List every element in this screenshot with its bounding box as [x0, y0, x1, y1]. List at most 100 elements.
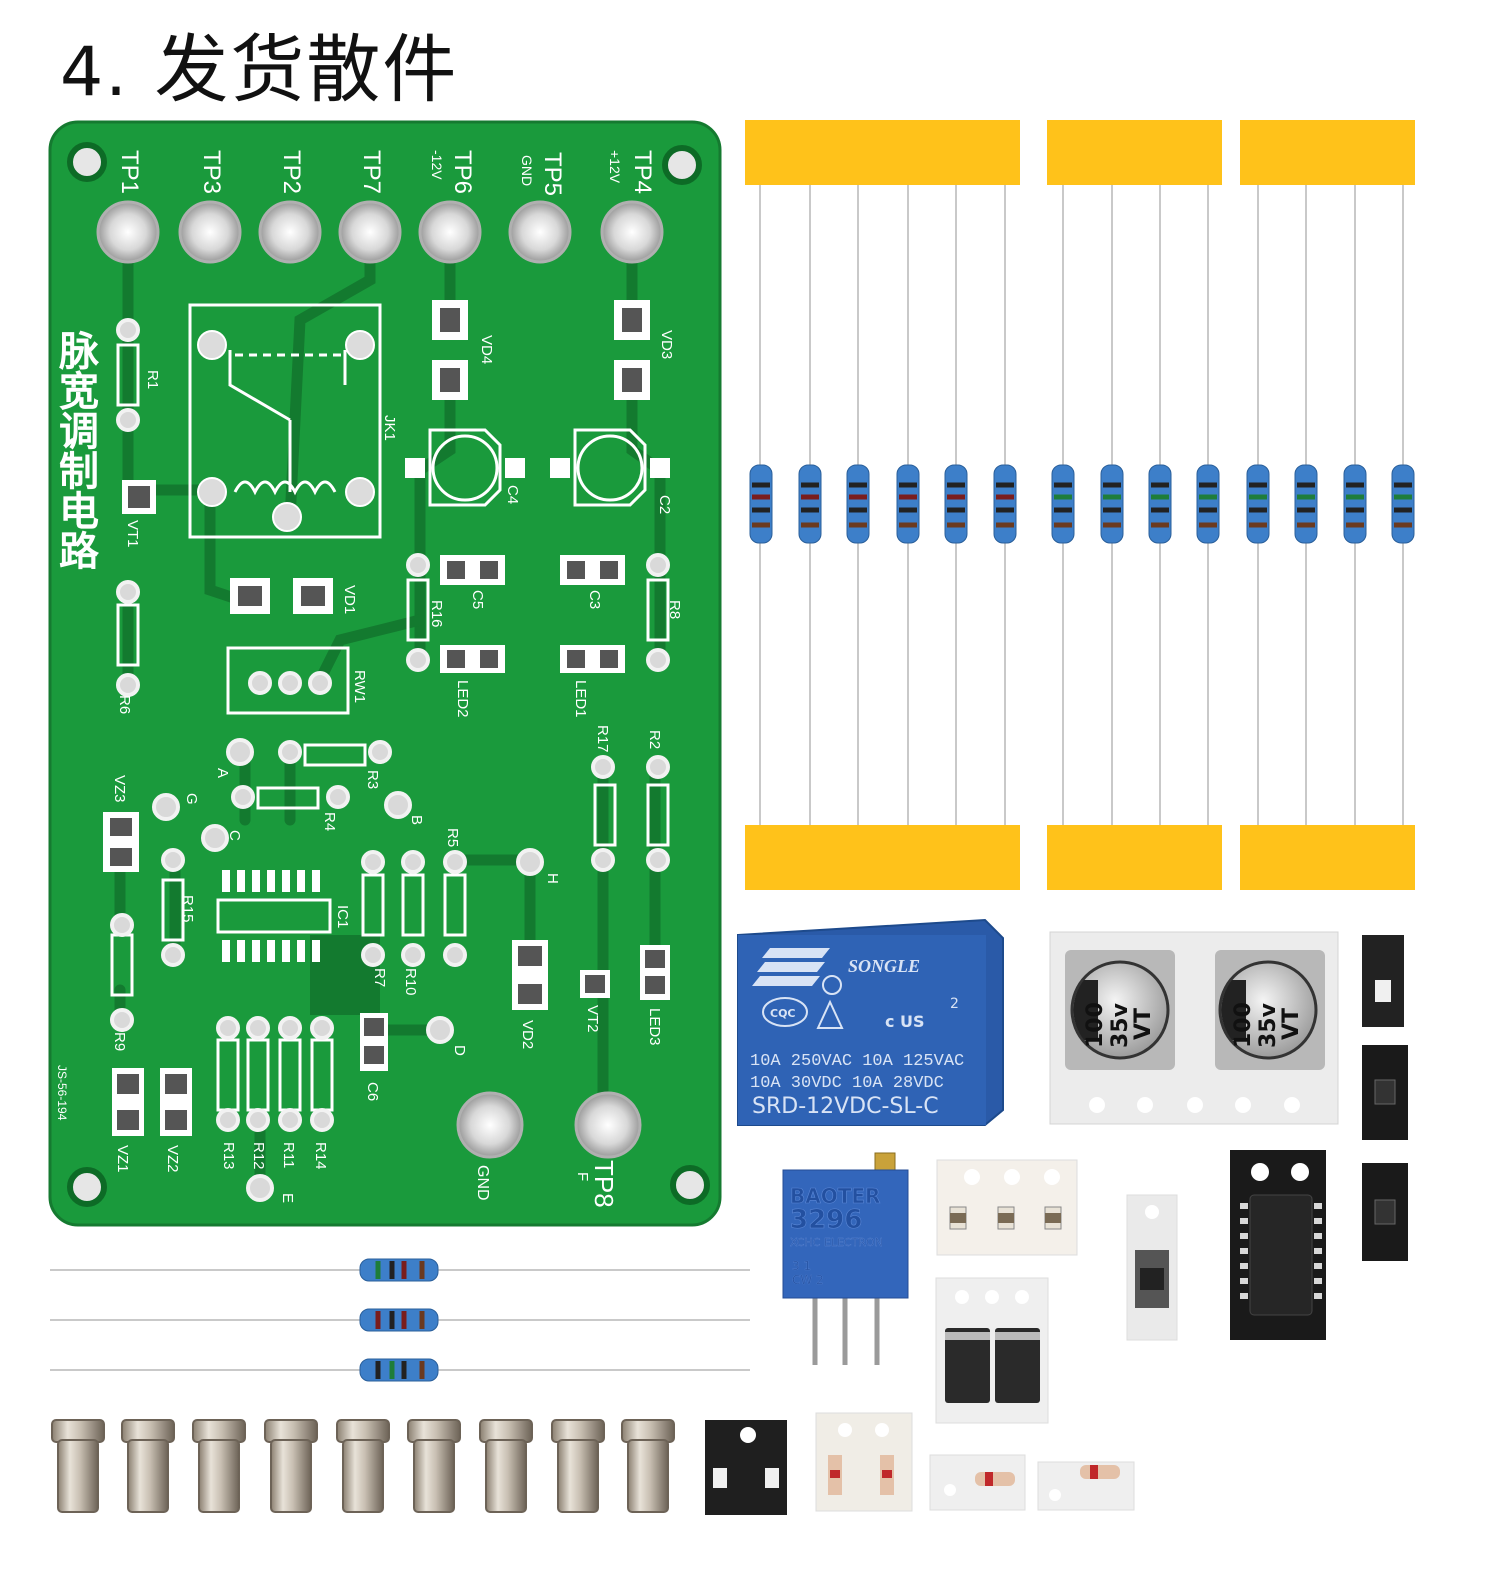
pot-model: 3296 — [790, 1205, 862, 1235]
silk-label: LED3 — [646, 1008, 663, 1046]
test-pin-posts — [51, 1419, 675, 1513]
silk-label: LED1 — [572, 680, 589, 718]
bottom-smd-tapes — [705, 1412, 1135, 1515]
smd-diode-tape — [935, 1277, 1049, 1424]
smd-switch-tape — [1126, 1194, 1178, 1341]
tp-sub-label: GND — [519, 155, 535, 186]
silk-label: VD1 — [341, 585, 358, 614]
mounting-holes — [67, 142, 710, 1207]
silk-label: GND — [474, 1165, 491, 1201]
silk-label: VD3 — [658, 330, 675, 359]
silk-label: R11 — [280, 1142, 297, 1168]
pot-pins: 3 1 — [792, 1259, 811, 1273]
pcb-silk-labels: R1 VD4 VD3 JK1 C4 C2 VT1 R16 C5 C3 R8 VD… — [55, 330, 683, 1208]
silk-label: VD4 — [478, 335, 495, 364]
test-point-labels: TP1 TP3 TP2 TP7 TP6 -12V TP5 GND TP4 +12… — [116, 150, 656, 196]
silk-label: C2 — [656, 495, 673, 514]
pot-maker: XCHC ELECTRON — [790, 1236, 883, 1249]
silk-label: H — [544, 873, 561, 884]
cap-voltage: 35v — [1108, 1002, 1133, 1048]
relay-component: SONGLE CQC c US 2 10A 250VAC 10A 125VAC … — [737, 918, 1004, 1126]
pcb-board: TP1 TP3 TP2 TP7 TP6 -12V TP5 GND TP4 +12… — [48, 120, 722, 1227]
relay-pads — [197, 330, 375, 532]
silk-label: JK1 — [381, 415, 398, 441]
silk-label: R3 — [364, 770, 381, 789]
resistor-bands — [752, 482, 1412, 528]
cap-outlines — [428, 428, 647, 507]
silk-label: R12 — [250, 1142, 267, 1170]
silk-label: VT2 — [584, 1005, 601, 1033]
silk-label: R16 — [428, 600, 445, 628]
pot-brand: BAOTER — [790, 1184, 880, 1208]
silk-label: C — [226, 830, 243, 841]
silk-label: IC1 — [334, 905, 351, 928]
cap-series: VT — [1279, 1008, 1304, 1040]
silk-label: F — [574, 1172, 591, 1181]
cap-voltage: 35v — [1256, 1002, 1281, 1048]
relay-brand: SONGLE — [848, 956, 920, 976]
silk-label: E — [279, 1193, 296, 1203]
page-title: 4. 发货散件 — [60, 10, 458, 117]
relay-ul-num: 2 — [950, 996, 959, 1012]
ic-footprint — [216, 870, 332, 962]
cap-value: 100 — [1231, 1002, 1256, 1048]
resistor-bodies — [749, 464, 1415, 544]
silk-label: C6 — [364, 1082, 381, 1101]
silk-label: R4 — [321, 812, 338, 831]
title-text: 发货散件 — [154, 27, 459, 113]
smd-transistor-tapes — [1362, 935, 1408, 1261]
silk-label: B — [408, 815, 425, 825]
tp-sub-label: -12V — [429, 150, 445, 180]
silk-label: R13 — [220, 1142, 237, 1170]
silk-label: C5 — [469, 590, 486, 609]
tp-sub-label: +12V — [607, 150, 623, 184]
tp-label: TP4 — [629, 150, 656, 194]
diode-pads — [230, 300, 650, 614]
silk-label: R8 — [666, 600, 683, 619]
relay-silkscreen — [188, 303, 382, 539]
tp-label: TP3 — [198, 150, 225, 194]
silk-label: R9 — [111, 1032, 128, 1051]
silk-label: R15 — [179, 895, 196, 923]
title-number: 4. — [60, 33, 129, 112]
test-point-pads — [96, 200, 664, 1159]
silk-label: D — [451, 1045, 468, 1056]
tp-label: TP7 — [358, 150, 385, 194]
silk-label: RW1 — [351, 670, 368, 703]
silk-label: A — [214, 768, 231, 778]
tp-label: TP2 — [278, 150, 305, 194]
resistor-tape-strips — [745, 120, 1415, 890]
ic-tape — [1230, 1150, 1326, 1340]
relay-model: SRD-12VDC-SL-C — [752, 1094, 939, 1119]
silk-label: C3 — [586, 590, 603, 609]
board-title-text: 脉宽调制电路 — [53, 330, 99, 570]
tp-label: TP6 — [449, 150, 476, 194]
silk-label: R1 — [144, 370, 161, 389]
silk-label: R5 — [444, 828, 461, 847]
silk-label: R2 — [646, 730, 663, 749]
silk-label: VT1 — [124, 520, 141, 548]
smd-pads — [103, 480, 670, 1136]
silk-label: JS-56-194 — [55, 1065, 69, 1121]
silk-label: VZ3 — [111, 775, 128, 803]
relay-rating-1: 10A 250VAC 10A 125VAC — [750, 1052, 964, 1071]
silk-label: R6 — [116, 695, 133, 714]
silk-label: R17 — [594, 725, 611, 753]
silk-label: R10 — [402, 968, 419, 996]
cap-series: VT — [1131, 1008, 1156, 1040]
silk-label: C4 — [504, 485, 521, 504]
relay-rating-2: 10A 30VDC 10A 28VDC — [750, 1074, 944, 1093]
silk-label: TP8 — [589, 1160, 619, 1208]
tp-label: TP1 — [116, 150, 143, 194]
pot-cw: CW 2 — [792, 1273, 824, 1287]
tape — [745, 120, 1415, 890]
silk-label: LED2 — [454, 680, 471, 718]
cap-value: 100 — [1083, 1002, 1108, 1048]
silk-label: G — [183, 793, 200, 805]
through-hole-pads — [110, 318, 670, 1202]
smd-cap-tape — [936, 1159, 1078, 1256]
relay-cert: CQC — [770, 1007, 796, 1020]
silk-label: R14 — [312, 1142, 329, 1170]
silk-label: VD2 — [519, 1020, 536, 1049]
